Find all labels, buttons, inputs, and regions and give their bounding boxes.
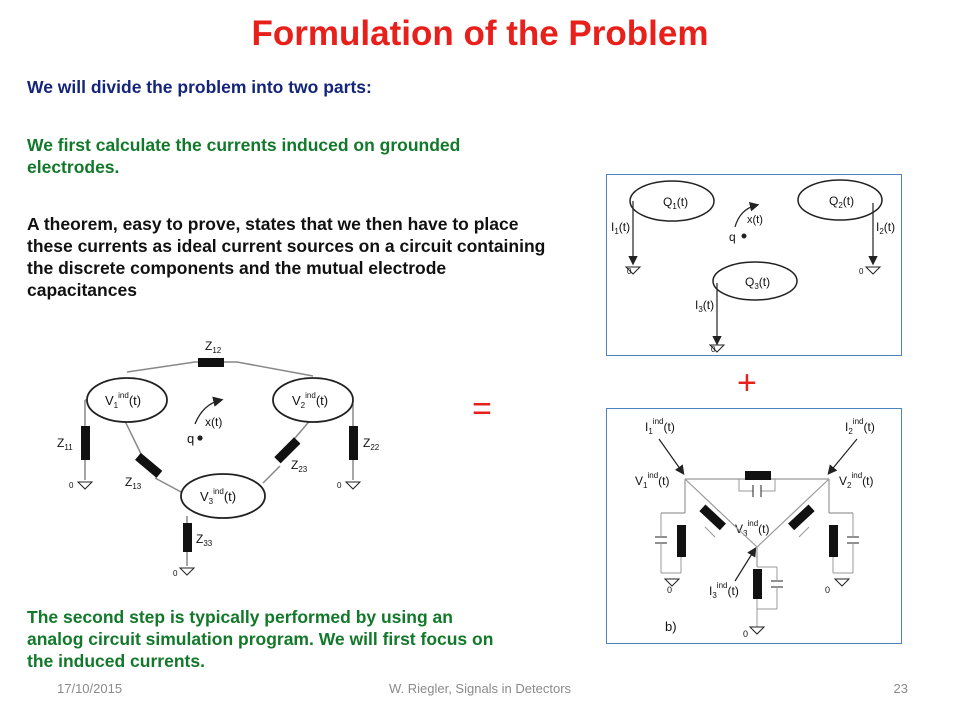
ground-icon	[663, 578, 681, 587]
impedance-block	[788, 504, 815, 531]
impedance-z33	[183, 523, 192, 552]
impedance-z12	[198, 358, 224, 367]
electrode-q1-label: Q1(t)	[663, 195, 688, 211]
current-sources-diagram: I1ind(t) I2ind(t) I3ind(t) V1ind(t) V2in…	[606, 408, 902, 644]
svg-text:Z13: Z13	[125, 475, 142, 491]
impedance-block	[699, 504, 726, 531]
svg-text:Z33: Z33	[196, 532, 213, 548]
impedance-block	[745, 471, 771, 480]
first-step-paragraph: We first calculate the currents induced …	[27, 135, 461, 177]
impedance-block	[753, 569, 762, 599]
svg-text:0: 0	[337, 481, 342, 490]
impedance-z11	[81, 426, 90, 460]
footer-source: W. Riegler, Signals in Detectors	[388, 681, 572, 696]
svg-text:Z22: Z22	[363, 436, 380, 452]
theorem-paragraph: A theorem, easy to prove, states that we…	[27, 214, 546, 300]
impedance-z23	[274, 437, 301, 464]
ground-label: 0	[627, 267, 632, 276]
svg-text:0: 0	[173, 569, 178, 578]
ground-icon	[833, 578, 851, 587]
electrode-q3-label: Q3(t)	[745, 275, 770, 291]
equals-sign: =	[472, 390, 492, 428]
footer-date: 17/10/2015	[57, 681, 123, 696]
footer-page-number: 23	[893, 681, 908, 696]
svg-text:0: 0	[69, 481, 74, 490]
svg-text:Z12: Z12	[205, 339, 222, 355]
second-step-paragraph: The second step is typically performed b…	[27, 607, 494, 671]
slide-title: Formulation of the Problem	[251, 14, 709, 53]
charge-label: q	[187, 431, 194, 446]
current-i2-label: I2(t)	[876, 220, 895, 236]
electrode-q2	[797, 179, 883, 221]
panel-label: b)	[665, 619, 677, 634]
ground-icon	[178, 567, 196, 576]
current-i3-label: I3(t)	[695, 298, 714, 314]
svg-text:Z23: Z23	[291, 458, 308, 474]
svg-text:0: 0	[743, 629, 748, 639]
impedance-block	[677, 525, 686, 557]
charge-point	[741, 233, 747, 239]
ground-icon	[624, 266, 642, 275]
impedance-block	[829, 525, 838, 557]
node-v1	[86, 377, 168, 423]
electrode-q3	[712, 261, 798, 301]
source-i3-label: I3ind(t)	[709, 581, 739, 600]
ground-icon	[864, 266, 882, 275]
node-v2-label: V2ind(t)	[839, 471, 873, 490]
node-v3	[180, 473, 266, 519]
trajectory-label: x(t)	[747, 214, 763, 226]
charge-label: q	[729, 230, 736, 244]
svg-text:Z11: Z11	[57, 436, 73, 452]
svg-text:0: 0	[859, 267, 864, 276]
trajectory-arrow	[734, 201, 760, 228]
node-v2	[272, 377, 354, 423]
svg-text:0: 0	[711, 345, 716, 354]
impedance-network-diagram: V1ind(t) V2ind(t) V3ind(t) Z12 Z11 Z22 Z…	[55, 328, 385, 588]
node-v3-label: V3ind(t)	[735, 519, 769, 538]
ground-icon	[76, 481, 94, 490]
svg-text:0: 0	[667, 585, 672, 595]
current-i1-label: I1(t)	[611, 220, 630, 236]
intro-paragraph: We will divide the problem into two part…	[27, 77, 372, 97]
charge-point	[197, 435, 203, 441]
source-i2-label: I2ind(t)	[845, 417, 875, 436]
electrode-q1	[629, 180, 715, 222]
ground-icon	[708, 344, 726, 353]
plus-sign: +	[737, 364, 757, 402]
impedance-z13	[135, 452, 163, 478]
trajectory-arrow	[194, 396, 224, 425]
svg-text:0: 0	[825, 585, 830, 595]
electrode-q2-label: Q2(t)	[829, 194, 854, 210]
ground-icon	[344, 481, 362, 490]
impedance-z22	[349, 426, 358, 460]
node-v1-label: V1ind(t)	[635, 471, 669, 490]
source-i1-label: I1ind(t)	[645, 417, 675, 436]
ground-icon	[748, 626, 766, 635]
induced-currents-diagram: Q1(t) Q2(t) Q3(t) 0 I1(t) 0 I2(t) 0 I3(t…	[606, 174, 902, 356]
trajectory-label: x(t)	[205, 415, 222, 429]
